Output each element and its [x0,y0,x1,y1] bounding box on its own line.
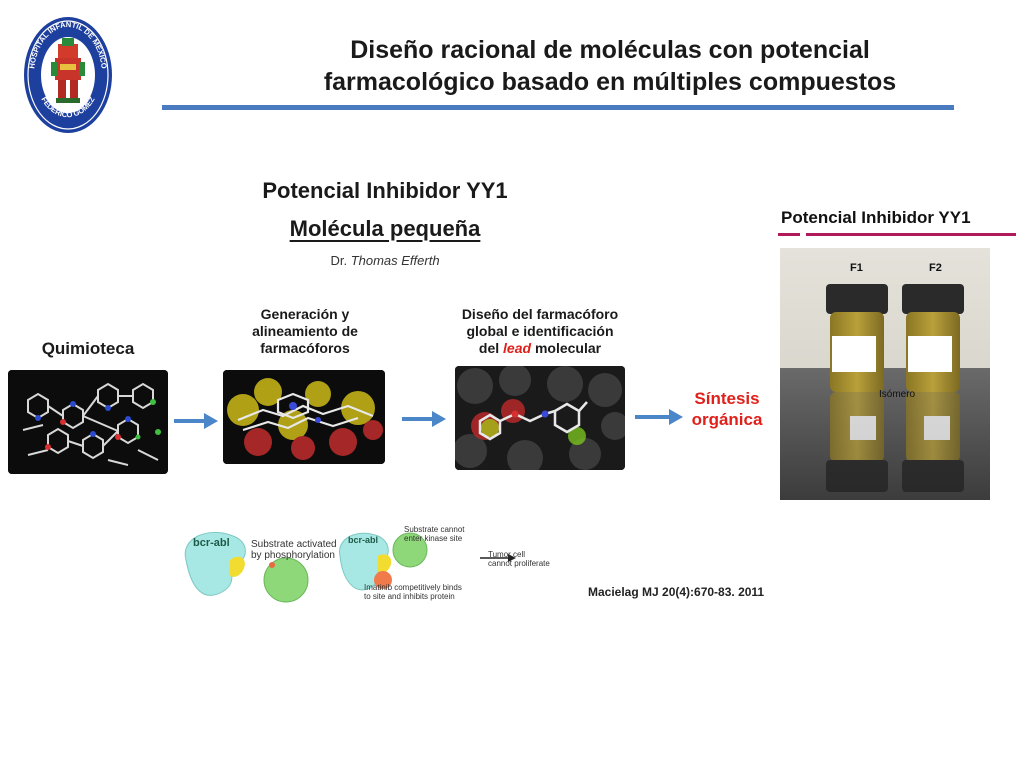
vials-photo [780,248,990,500]
hospital-logo: HOSPITAL INFANTIL DE MEXICO FEDERICO GOM… [24,17,112,133]
pharmacophore-alignment-image [223,370,385,464]
slide-title-line-1: Diseño racional de moléculas con potenci… [350,36,870,64]
slide-title: Diseño racional de moléculas con potenci… [250,34,970,98]
lead-molecule-image [455,366,625,470]
mechanism-text-4-l2: to site and inhibits protein [364,592,455,601]
synthesis-l1: Síntesis [694,389,760,408]
step3-label-l3a: del [478,340,500,356]
mechanism-text-2: Substrate cannot enter kinase site [404,525,464,543]
left-subheading: Molécula pequeña [289,216,481,241]
step3-label-l2: global e identificación [466,323,614,339]
left-subheading-wrap: Molécula pequeña [210,216,560,242]
synthesis-label: Síntesis orgánica [684,388,770,430]
synthesis-l2: orgánica [691,410,763,429]
enzyme-label-2: bcr-abl [348,535,379,545]
mechanism-text-3-l1: Tumor cell [488,550,526,559]
mechanism-text-3: Tumor cell cannot proliferate [488,550,550,568]
mechanism-text-1: Substrate activated by phosphorylation [251,539,337,561]
step3-label-lead: lead [503,340,532,356]
right-heading-rule-left [778,233,800,236]
step1-label: Quimioteca [41,339,135,358]
right-heading: Potencial Inhibidor YY1 [781,208,971,227]
step3-label: Diseño del farmacóforo global e identifi… [440,306,640,357]
step3-label-l3c: molecular [534,340,602,356]
vial-label-f2: F2 [929,262,942,274]
vials-illustration [780,248,990,500]
author-line: Dr. Thomas Efferth [210,253,560,268]
mechanism-text-2-l2: enter kinase site [404,534,463,543]
author-name: Thomas Efferth [350,253,440,268]
step3-label-l1: Diseño del farmacóforo [461,306,619,322]
step2-label: Generación y alineamiento de farmacóforo… [220,306,390,357]
mechanism-text-4-l1: Imatinib competitively binds [364,583,462,592]
left-heading: Potencial Inhibidor YY1 [262,178,508,203]
mechanism-text-3-l2: cannot proliferate [488,559,550,568]
title-divider [162,105,954,110]
chemical-library-image [8,370,168,474]
isomer-label: Isómero [879,389,916,400]
slide-title-line-2: farmacológico basado en múltiples compue… [323,68,897,96]
step2-label-l3: farmacóforos [260,340,350,356]
mechanism-text-1-l1: Substrate activated [251,539,337,550]
mechanism-text-2-l1: Substrate cannot [404,525,465,534]
mechanism-diagram [184,531,516,603]
author-prefix: Dr. [330,253,348,268]
right-heading-rule-right [806,233,1016,236]
mechanism-text-4: Imatinib competitively binds to site and… [364,583,462,601]
step2-label-l1: Generación y [260,306,350,322]
reference-citation: Macielag MJ 20(4):670-83. 2011 [588,585,765,599]
step2-label-l2: alineamiento de [252,323,358,339]
enzyme-label-1: bcr-abl [193,537,230,549]
mechanism-text-1-l2: by phosphorylation [251,550,335,561]
vial-label-f1: F1 [850,262,863,274]
arrow-right-icon [635,409,683,425]
arrow-right-icon [402,411,446,427]
arrow-right-icon [174,413,218,429]
